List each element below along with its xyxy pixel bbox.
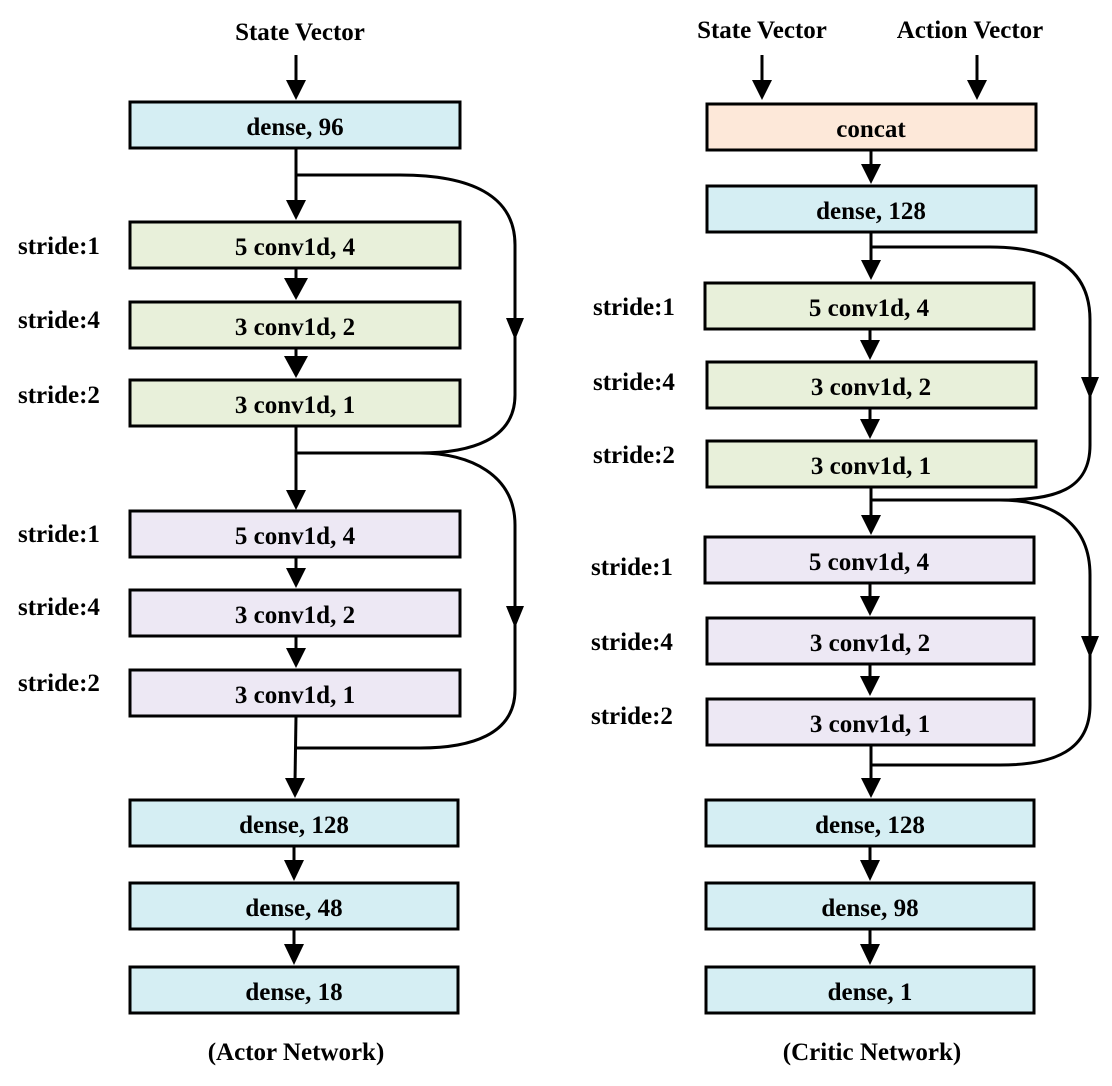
actor-input-label: State Vector — [235, 19, 365, 46]
svg-text:3 conv1d, 2: 3 conv1d, 2 — [811, 374, 931, 401]
critic-input-label-state: State Vector — [697, 17, 827, 44]
critic-concat: concat — [705, 102, 1038, 152]
critic-arrow-to-block2 — [861, 487, 881, 535]
svg-text:dense, 98: dense, 98 — [821, 895, 918, 922]
critic-input-arrows — [752, 55, 987, 100]
svg-text:5 conv1d, 4: 5 conv1d, 4 — [235, 234, 356, 261]
actor-dense-out: dense, 128 dense, 48 dense, 18 — [128, 798, 460, 1015]
stride-label: stride:4 — [593, 369, 675, 396]
svg-text:5 conv1d, 4: 5 conv1d, 4 — [809, 549, 930, 576]
svg-text:3 conv1d, 2: 3 conv1d, 2 — [810, 630, 930, 657]
critic-skip-arrow-1 — [1081, 377, 1099, 399]
actor-skip-connection-1 — [296, 173, 517, 455]
svg-text:3 conv1d, 1: 3 conv1d, 1 — [811, 453, 931, 480]
stride-label: stride:4 — [591, 629, 673, 656]
svg-text:5 conv1d, 4: 5 conv1d, 4 — [809, 295, 930, 322]
critic-network: State Vector Action Vector concat dense,… — [591, 17, 1099, 1066]
stride-label: stride:2 — [18, 670, 100, 697]
svg-text:3 conv1d, 2: 3 conv1d, 2 — [235, 314, 355, 341]
stride-label: stride:1 — [18, 233, 100, 260]
actor-arrow-to-block1 — [286, 148, 306, 220]
svg-text:concat: concat — [836, 116, 906, 143]
actor-skip-arrow-2 — [506, 606, 524, 628]
critic-skip-arrow-2 — [1081, 636, 1099, 658]
svg-text:dense, 128: dense, 128 — [239, 812, 349, 839]
actor-input-arrow — [286, 55, 306, 100]
critic-block1: stride:1 5 conv1d, 4 stride:4 3 conv1d, … — [593, 281, 1038, 489]
svg-text:3 conv1d, 2: 3 conv1d, 2 — [235, 602, 355, 629]
critic-caption: (Critic Network) — [783, 1039, 961, 1066]
critic-dense-out: dense, 128 dense, 98 dense, 1 — [704, 798, 1036, 1015]
actor-block1: stride:1 5 conv1d, 4 stride:4 3 conv1d, … — [18, 220, 462, 428]
stride-label: stride:4 — [18, 594, 100, 621]
actor-arrow-to-block2 — [286, 426, 306, 510]
actor-caption: (Actor Network) — [208, 1039, 385, 1066]
critic-arrow-to-dense-in — [861, 150, 881, 184]
stride-label: stride:2 — [593, 442, 675, 469]
svg-text:dense, 18: dense, 18 — [245, 979, 342, 1006]
critic-arrow-to-block1 — [861, 232, 881, 280]
svg-text:dense, 48: dense, 48 — [245, 895, 342, 922]
stride-label: stride:4 — [18, 307, 100, 334]
svg-text:3 conv1d, 1: 3 conv1d, 1 — [235, 392, 355, 419]
critic-dense-in: dense, 128 — [705, 184, 1038, 234]
actor-arrow-to-dense-out — [285, 715, 305, 798]
stride-label: stride:1 — [593, 294, 675, 321]
svg-text:dense, 128: dense, 128 — [815, 812, 925, 839]
svg-text:dense, 1: dense, 1 — [828, 979, 913, 1006]
svg-text:dense, 96: dense, 96 — [246, 114, 343, 141]
svg-text:3 conv1d, 1: 3 conv1d, 1 — [235, 682, 355, 709]
actor-block2: stride:1 5 conv1d, 4 stride:4 3 conv1d, … — [18, 509, 462, 718]
critic-input-label-action: Action Vector — [897, 17, 1044, 44]
actor-dense-in: dense, 96 — [128, 100, 462, 150]
critic-block2: stride:1 5 conv1d, 4 stride:4 3 conv1d, … — [591, 535, 1036, 747]
actor-network: State Vector dense, 96 stride:1 5 conv1d… — [18, 19, 524, 1066]
svg-text:3 conv1d, 1: 3 conv1d, 1 — [810, 711, 930, 738]
svg-text:5 conv1d, 4: 5 conv1d, 4 — [235, 523, 356, 550]
svg-text:dense, 128: dense, 128 — [816, 198, 926, 225]
actor-skip-arrow-1 — [506, 318, 524, 340]
stride-label: stride:2 — [591, 703, 673, 730]
stride-label: stride:2 — [18, 382, 100, 409]
stride-label: stride:1 — [591, 554, 673, 581]
critic-arrow-to-dense-out — [861, 745, 881, 798]
stride-label: stride:1 — [18, 521, 100, 548]
critic-skip-connection-1 — [871, 245, 1092, 502]
